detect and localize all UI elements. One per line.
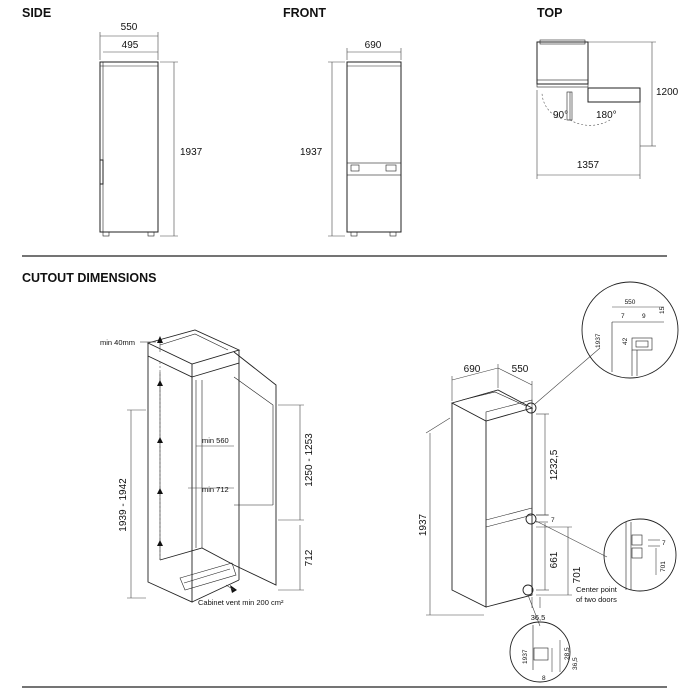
detail-bottom: 1937 28,5 36,5 8: [509, 621, 579, 683]
cutout-cabinet: min 40mm min 560 min 712 1939 - 1942 125…: [100, 329, 315, 607]
cutout-vent-note: Cabinet vent min 200 cm²: [198, 598, 284, 607]
top-angle-1-label: 90°: [553, 110, 568, 121]
front-heading: FRONT: [283, 6, 326, 20]
detail-bottom-d1: 1937: [522, 649, 529, 664]
install-bottom-label: 36,5: [531, 613, 546, 622]
top-view: 90° 180° 1200 1357: [536, 39, 679, 179]
top-depth-label: 1200: [656, 87, 679, 98]
detail-top-d6: 1937: [595, 333, 602, 348]
install-depth-label: 550: [512, 364, 529, 375]
detail-bottom-d4: 8: [542, 675, 546, 682]
install-lower-label: 661: [549, 551, 560, 568]
side-heading: SIDE: [22, 6, 51, 20]
cutout-vent-top-label: min 40mm: [100, 338, 135, 347]
install-width-label: 690: [464, 364, 481, 375]
side-depth-total-label: 550: [121, 22, 138, 33]
detail-top-d2: 7: [621, 313, 625, 320]
detail-top-d3: 9: [642, 313, 646, 320]
detail-bottom-d3: 36,5: [572, 657, 579, 670]
cutout-min-width-label: min 712: [202, 485, 229, 494]
install-center-label: 701: [572, 566, 583, 583]
install-center-note-2: of two doors: [576, 595, 617, 604]
front-height-label: 1937: [300, 147, 323, 158]
front-width-label: 690: [365, 40, 382, 51]
cutout-lower-label: 712: [304, 549, 315, 566]
top-width-label: 1357: [577, 160, 600, 171]
detail-mid: 7 701: [603, 518, 677, 592]
cutout-min-depth-label: min 560: [202, 436, 229, 445]
install-gap-label: 7: [551, 517, 555, 524]
cutout-heading: CUTOUT DIMENSIONS: [22, 271, 157, 285]
install-height-label: 1937: [418, 513, 429, 536]
cutout-height-range-label: 1939 - 1942: [118, 478, 129, 532]
side-height-label: 1937: [180, 147, 203, 158]
installed-appliance: 690 550 1937 1232,5 7 661 701 Center poi…: [418, 347, 618, 627]
side-depth-body-label: 495: [122, 40, 139, 51]
install-center-note-1: Center point: [576, 585, 618, 594]
detail-top: 550 7 9 15 42 1937: [581, 281, 679, 379]
top-angle-2-label: 180°: [596, 110, 617, 121]
detail-bottom-d2: 28,5: [564, 647, 571, 660]
top-heading: TOP: [537, 6, 562, 20]
install-upper-label: 1232,5: [549, 449, 560, 480]
detail-top-d5: 42: [622, 337, 629, 345]
cutout-hinge-range-label: 1250 - 1253: [304, 433, 315, 487]
front-view: 690 1937: [300, 40, 402, 237]
detail-top-d1: 550: [625, 299, 636, 306]
detail-mid-d1: 7: [662, 540, 666, 547]
detail-mid-d2: 701: [660, 561, 667, 572]
detail-top-d4: 15: [659, 306, 666, 314]
side-view: 550 495 1937: [99, 22, 203, 237]
